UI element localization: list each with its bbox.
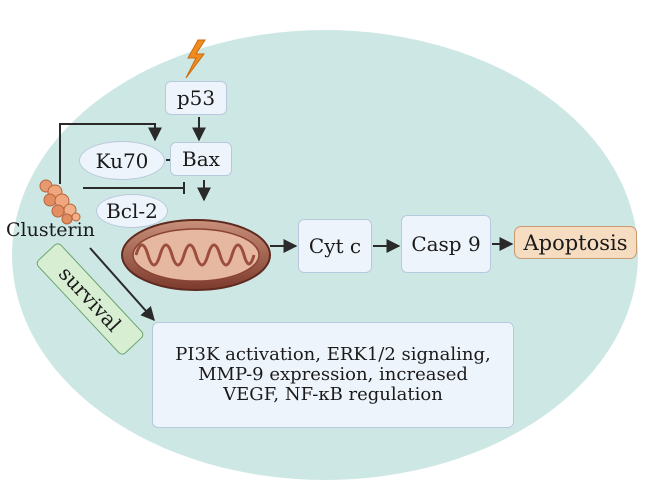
ku70-node: Ku70 (79, 141, 165, 180)
casp9-node: Casp 9 (401, 215, 491, 273)
arrow-clusterin-bax (59, 123, 162, 184)
p53-node: p53 (165, 81, 227, 115)
cyt-c-node: Cyt c (298, 219, 372, 273)
lightning-icon (185, 39, 206, 79)
apoptosis-node: Apoptosis (514, 226, 637, 259)
clusterin-protein-icon (39, 179, 81, 225)
bax-node: Bax (170, 142, 232, 176)
bcl2-node: Bcl-2 (96, 194, 168, 228)
arrow-clusterin-pathways (89, 247, 155, 322)
pathways-box: PI3K activation, ERK1/2 signaling, MMP-9… (152, 322, 514, 428)
clusterin-label: Clusterin (6, 219, 95, 241)
mitochondrion-icon (121, 219, 271, 291)
